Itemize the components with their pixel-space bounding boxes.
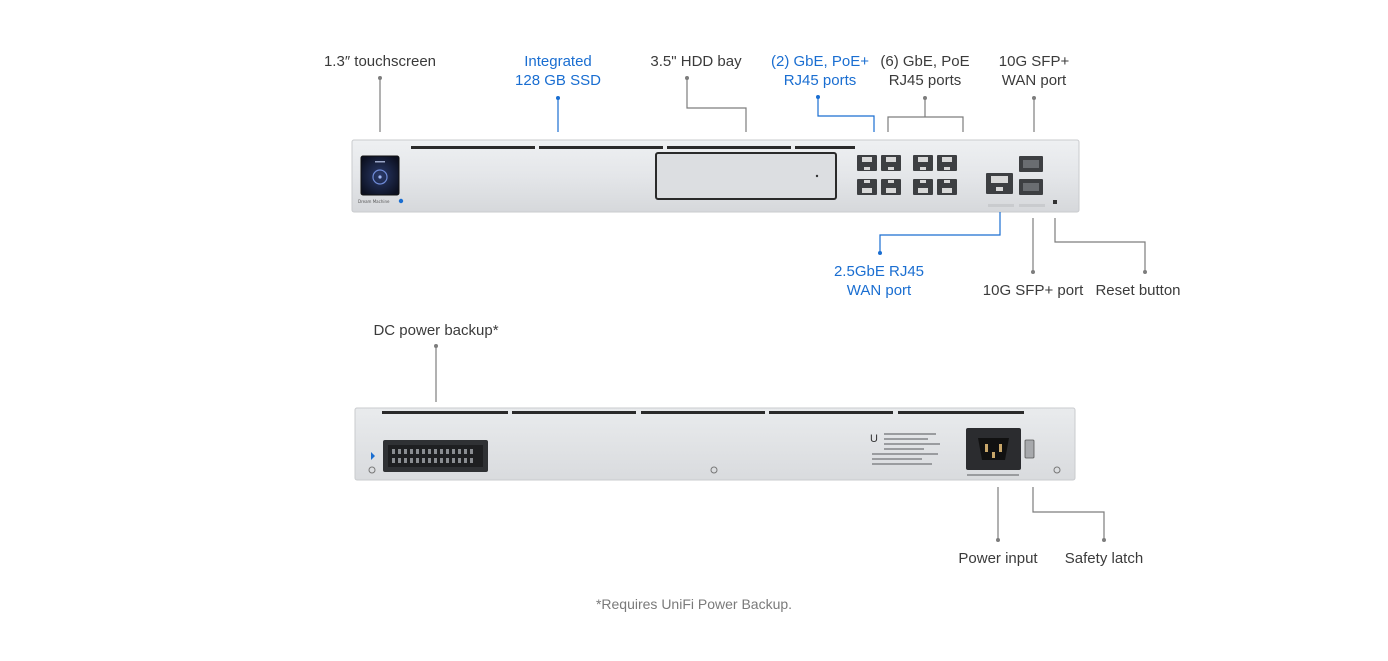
reset-button xyxy=(1053,200,1057,204)
leader-poe xyxy=(887,98,964,132)
rj45-port xyxy=(937,155,957,171)
power-inlet xyxy=(966,428,1021,476)
rear-screw xyxy=(710,466,718,474)
dc-power-connector xyxy=(383,440,488,472)
rear-small-icon xyxy=(371,452,375,460)
label-sfp-port: 10G SFP+ port xyxy=(982,282,1084,299)
rear-screw xyxy=(368,466,376,474)
touchscreen-display xyxy=(360,155,400,196)
label-poe-plus-ports: (2) GbE, PoE+ RJ45 ports xyxy=(752,52,888,90)
front-vent xyxy=(539,146,663,149)
rear-vent xyxy=(898,411,1024,414)
leader-lines xyxy=(378,76,1147,542)
label-sfp-wan-line1: 10G SFP+ xyxy=(998,53,1070,70)
rear-vent xyxy=(769,411,893,414)
leader-safety-latch xyxy=(1032,487,1105,540)
label-wan-25gbe: 2.5GbE RJ45 WAN port xyxy=(814,262,944,300)
leader-reset xyxy=(1054,218,1146,272)
sfp-plus-ports xyxy=(1019,156,1045,207)
rj45-port xyxy=(857,155,877,171)
label-wan25-line1: 2.5GbE RJ45 xyxy=(833,263,925,280)
label-poe-line2: RJ45 ports xyxy=(888,72,962,89)
leader-poe-plus xyxy=(817,97,875,132)
rear-screw xyxy=(1053,466,1061,474)
rj45-port xyxy=(913,155,933,171)
label-sfp-wan-line2: WAN port xyxy=(1001,72,1067,89)
label-ssd-line1: Integrated xyxy=(524,53,592,70)
label-ssd-line2: 128 GB SSD xyxy=(515,72,601,89)
label-poe-plus-line2: RJ45 ports xyxy=(783,72,857,89)
leader-wan25 xyxy=(879,212,1001,253)
label-power-input: Power input xyxy=(958,550,1038,567)
rj45-port xyxy=(881,179,901,195)
label-hdd-bay: 3.5" HDD bay xyxy=(650,53,742,70)
label-reset-button: Reset button xyxy=(1095,282,1181,299)
compliance-label: U xyxy=(870,433,940,465)
label-touchscreen: 1.3″ touchscreen xyxy=(323,53,437,70)
model-text: Dream Machine xyxy=(358,199,390,204)
front-vent xyxy=(411,146,535,149)
rear-vent xyxy=(641,411,765,414)
brand-icon xyxy=(398,198,404,204)
label-poe-line1: (6) GbE, PoE xyxy=(880,53,970,70)
label-wan25-line2: WAN port xyxy=(846,282,912,299)
rear-panel: U xyxy=(354,407,1076,481)
rj45-port xyxy=(881,155,901,171)
rj45-port xyxy=(937,179,957,195)
label-poe-plus-line1: (2) GbE, PoE+ xyxy=(771,53,869,70)
footnote: *Requires UniFi Power Backup. xyxy=(595,596,793,612)
label-safety-latch: Safety latch xyxy=(1064,550,1144,567)
label-integrated-ssd: Integrated 128 GB SSD xyxy=(488,52,628,90)
rj45-port xyxy=(913,179,933,195)
front-vent xyxy=(667,146,791,149)
front-panel: Dream Machine xyxy=(351,139,1080,213)
hdd-bay xyxy=(655,152,837,200)
rear-vent xyxy=(512,411,636,414)
front-vent xyxy=(795,146,855,149)
safety-latch xyxy=(1024,439,1035,459)
label-sfp-wan-port: 10G SFP+ WAN port xyxy=(974,52,1094,90)
label-dc-power-backup: DC power backup* xyxy=(373,322,499,339)
svg-text:U: U xyxy=(870,433,878,445)
rj45-port-grid xyxy=(857,155,957,195)
leader-hdd xyxy=(686,78,747,132)
rear-vent xyxy=(382,411,508,414)
rj45-port xyxy=(857,179,877,195)
label-poe-ports: (6) GbE, PoE RJ45 ports xyxy=(860,52,990,90)
wan-25gbe-port xyxy=(986,173,1014,207)
